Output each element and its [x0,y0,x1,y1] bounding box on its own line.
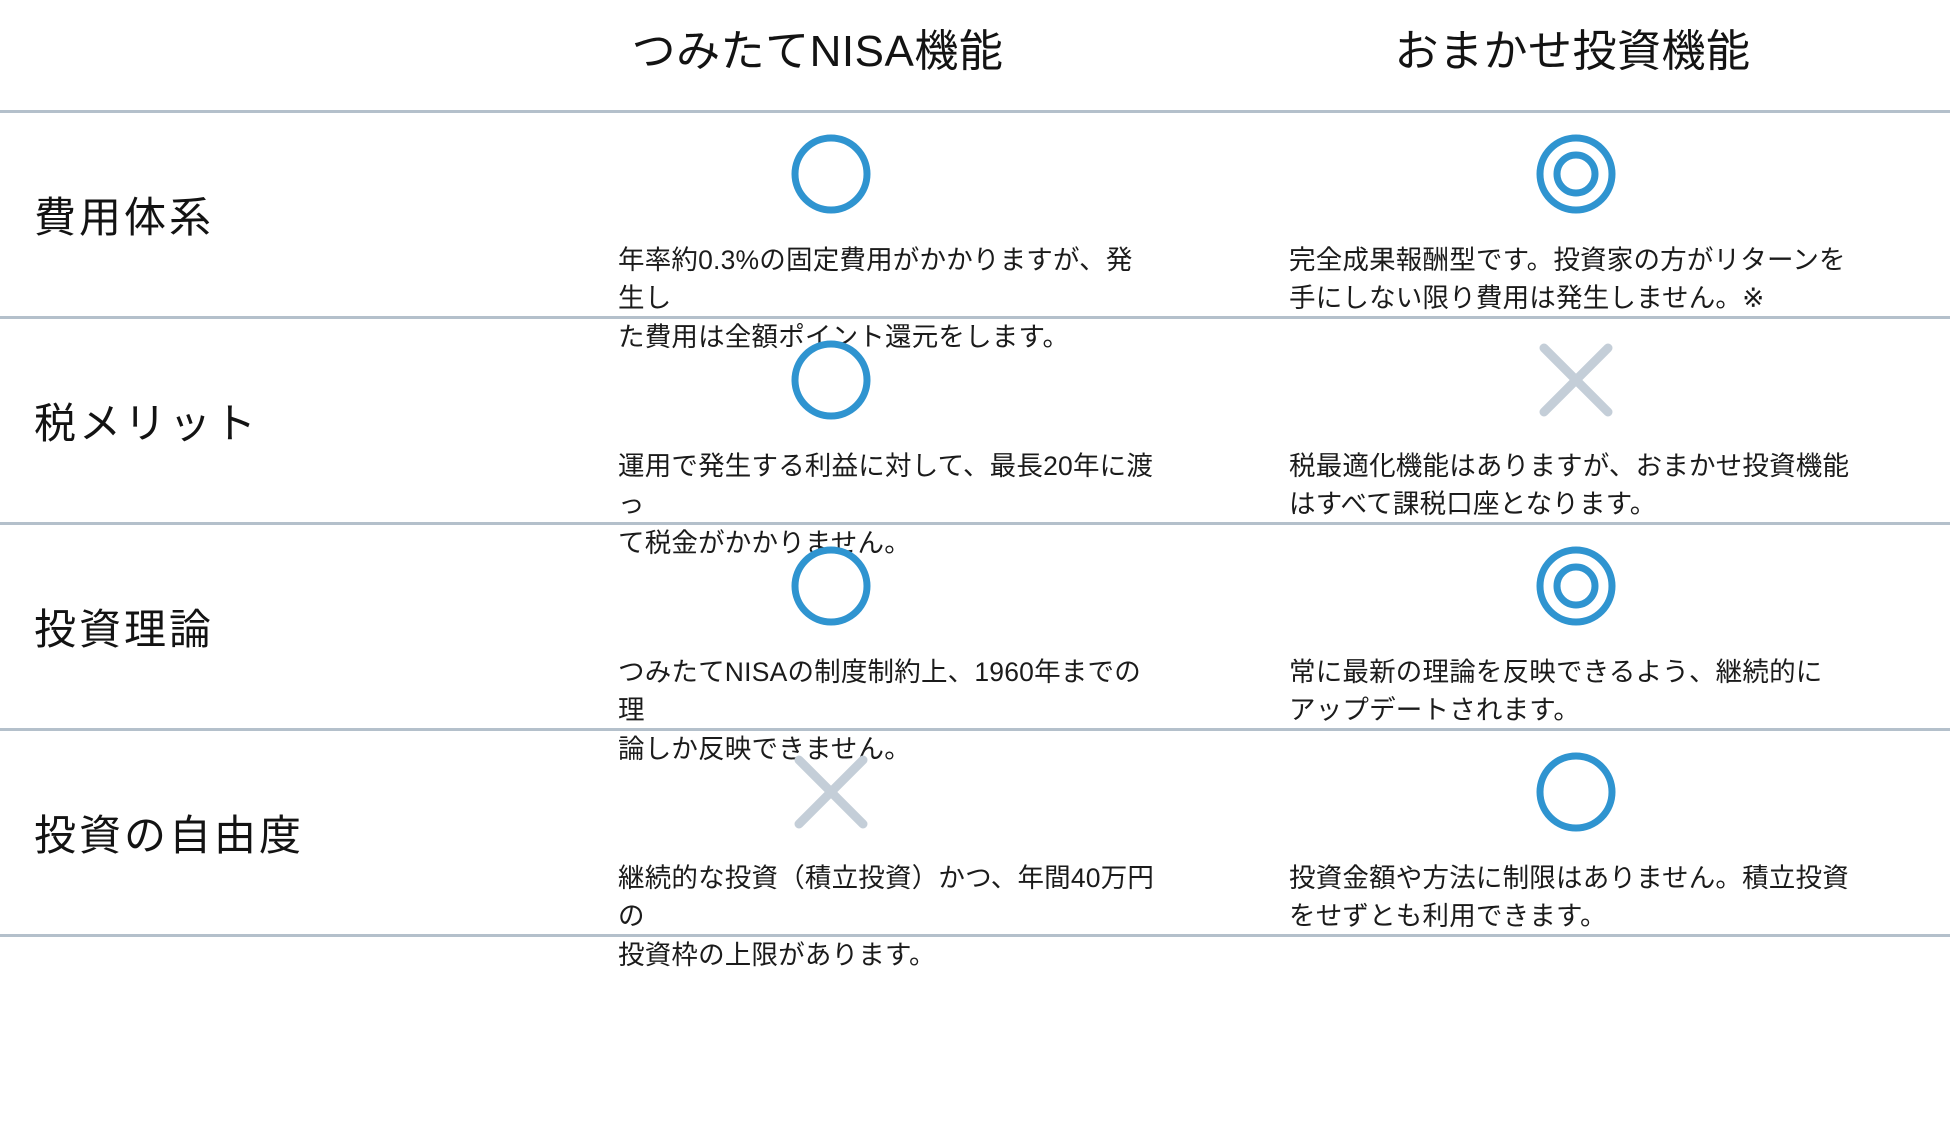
cell-description: 税最適化機能はありますが、おまかせ投資機能 はすべて課税口座となります。 [1289,451,1850,520]
circle-icon [1536,752,1615,832]
cross-icon [794,755,867,829]
cell-1-0: 運用で発生する利益に対して、最長20年に渡っ て税金がかかりません。 [500,319,1255,558]
mark-wrap [514,119,1147,229]
table-row: 投資の自由度 継続的な投資（積立投資）かつ、年間40万円の 投資枠の上限がありま… [0,731,1950,970]
row-label-2: 投資理論 [34,606,215,653]
mark-wrap [514,737,1147,847]
table-row: 費用体系 年率約0.3%の固定費用がかかりますが、発生し た費用は全額ポイント還… [0,113,1950,352]
cross-icon [1539,343,1612,417]
table-row: 投資理論 つみたてNISAの制度制約上、1960年までの理 論しか反映できません… [0,525,1950,764]
circle-icon [791,134,870,214]
cell-0-1: 完全成果報酬型です。投資家の方がリターンを 手にしない限り費用は発生しません。※ [1255,113,1950,316]
cell-description: 常に最新の理論を反映できるよう、継続的に アップデートされます。 [1289,657,1823,726]
mark-wrap [1259,531,1892,641]
cell-2-1: 常に最新の理論を反映できるよう、継続的に アップデートされます。 [1255,525,1950,728]
cell-0-0: 年率約0.3%の固定費用がかかりますが、発生し た費用は全額ポイント還元をします… [500,113,1255,352]
cell-description: 継続的な投資（積立投資）かつ、年間40万円の 投資枠の上限があります。 [618,863,1155,970]
cell-3-1: 投資金額や方法に制限はありません。積立投資 をせずとも利用できます。 [1255,731,1950,934]
mark-wrap [1259,325,1892,435]
double-circle-icon [1536,134,1615,214]
table-header-row: つみたてNISA機能 おまかせ投資機能 [0,0,1950,110]
column-header-omakase-toushi: おまかせ投資機能 [1394,27,1751,76]
double-circle-icon [1536,546,1615,626]
row-label-0: 費用体系 [34,194,215,241]
circle-icon [791,340,870,420]
cell-3-0: 継続的な投資（積立投資）かつ、年間40万円の 投資枠の上限があります。 [500,731,1255,970]
table-row: 税メリット 運用で発生する利益に対して、最長20年に渡っ て税金がかかりません。… [0,319,1950,558]
cell-description: 投資金額や方法に制限はありません。積立投資 をせずとも利用できます。 [1289,863,1849,932]
mark-wrap [1259,119,1892,229]
mark-wrap [514,325,1147,435]
row-label-3: 投資の自由度 [34,812,305,859]
row-label-1: 税メリット [34,400,260,447]
column-header-tsumitate-nisa: つみたてNISA機能 [631,27,1004,76]
cell-2-0: つみたてNISAの制度制約上、1960年までの理 論しか反映できません。 [500,525,1255,764]
cell-description: つみたてNISAの制度制約上、1960年までの理 論しか反映できません。 [618,657,1141,764]
circle-icon [791,546,870,626]
cell-description: 完全成果報酬型です。投資家の方がリターンを 手にしない限り費用は発生しません。※ [1289,245,1846,314]
divider-row-0 [0,316,1950,319]
cell-description: 運用で発生する利益に対して、最長20年に渡っ て税金がかかりません。 [618,451,1154,558]
cell-1-1: 税最適化機能はありますが、おまかせ投資機能 はすべて課税口座となります。 [1255,319,1950,522]
mark-wrap [514,531,1147,641]
divider-row-3 [0,934,1950,937]
divider-row-1 [0,522,1950,525]
divider-row-2 [0,728,1950,731]
cell-description: 年率約0.3%の固定費用がかかりますが、発生し た費用は全額ポイント還元をします… [618,245,1133,352]
mark-wrap [1259,737,1892,847]
divider-header [0,110,1950,113]
